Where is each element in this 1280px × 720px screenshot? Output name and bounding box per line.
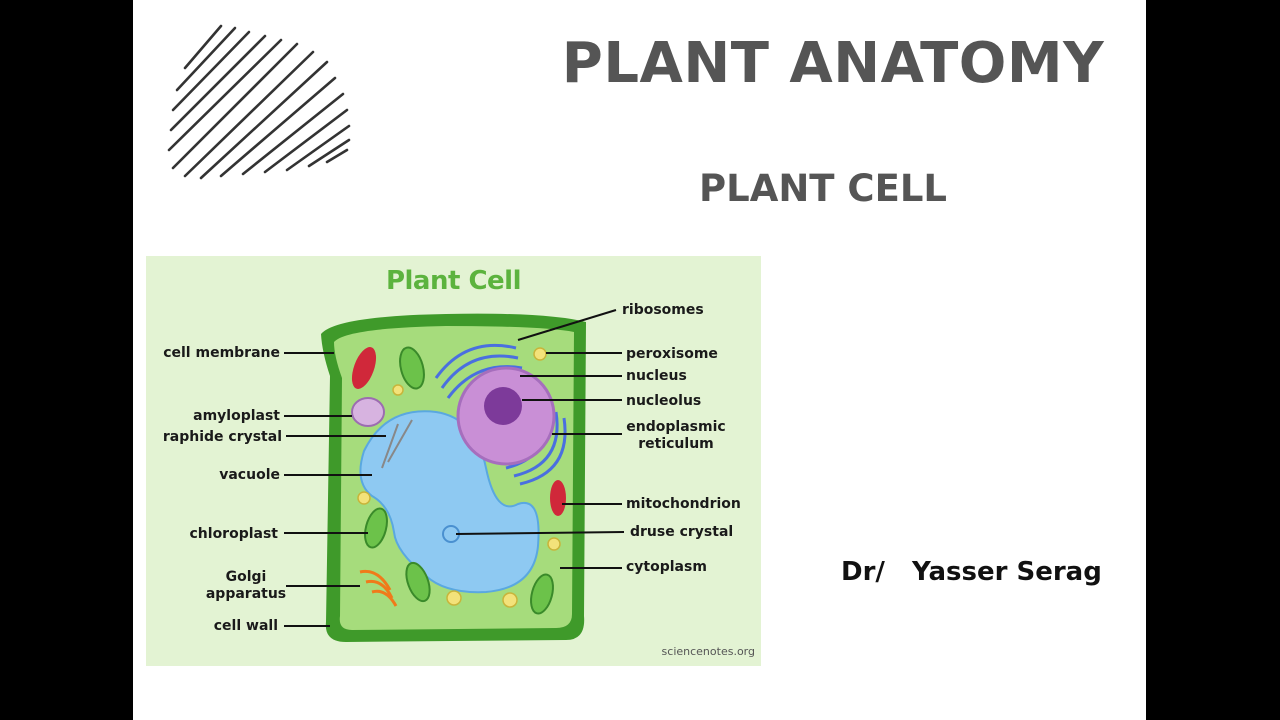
raphide-crystal-shape [381, 419, 413, 469]
label-nucleus: nucleus [626, 368, 687, 384]
mitochondrion-shape-1 [351, 347, 377, 389]
label-golgi-line2: apparatus [205, 586, 287, 602]
chloroplast-shape-4 [530, 573, 554, 615]
label-raphide-crystal: raphide crystal [162, 429, 282, 445]
plant-cell-diagram: Plant Cell cell membrane amyloplast raph… [146, 256, 761, 666]
label-mitochondrion: mitochondrion [626, 496, 741, 512]
mitochondrion-shape-2 [550, 480, 566, 516]
slide: PLANT ANATOMY PLANT CELL Dr/ Yasser Sera… [133, 0, 1146, 720]
slide-title: PLANT ANATOMY [561, 31, 1105, 96]
chloroplast-shape-1 [399, 346, 425, 390]
label-nucleolus: nucleolus [626, 393, 702, 409]
amyloplast-shape [351, 397, 385, 427]
label-er-line2: reticulum [638, 436, 714, 452]
plant-cell-illustration [284, 309, 625, 642]
leader-lines [284, 309, 625, 627]
golgi-shape [359, 569, 398, 607]
chloroplast-shape-2 [364, 507, 388, 549]
label-chloroplast: chloroplast [189, 526, 279, 542]
hatch-decoration [167, 24, 351, 180]
label-peroxisome: peroxisome [626, 346, 718, 362]
label-cytoplasm: cytoplasm [626, 559, 707, 575]
label-golgi-line1: Golgi [225, 569, 267, 585]
peroxisome-shapes [357, 347, 561, 608]
slide-subtitle: PLANT CELL [699, 167, 947, 210]
author-name: Dr/ Yasser Serag [841, 557, 1102, 587]
label-cell-wall: cell wall [213, 618, 278, 634]
label-er-line1: endoplasmic [626, 419, 726, 435]
label-druse-crystal: druse crystal [630, 524, 734, 540]
image-credit: sciencenotes.org [661, 645, 755, 658]
label-cell-membrane: cell membrane [163, 345, 280, 361]
label-amyloplast: amyloplast [193, 408, 280, 424]
diagram-title: Plant Cell [385, 266, 522, 296]
chloroplast-shape-3 [405, 561, 431, 603]
nucleolus-shape [484, 387, 522, 425]
label-ribosomes: ribosomes [622, 302, 704, 318]
label-vacuole: vacuole [219, 467, 280, 483]
